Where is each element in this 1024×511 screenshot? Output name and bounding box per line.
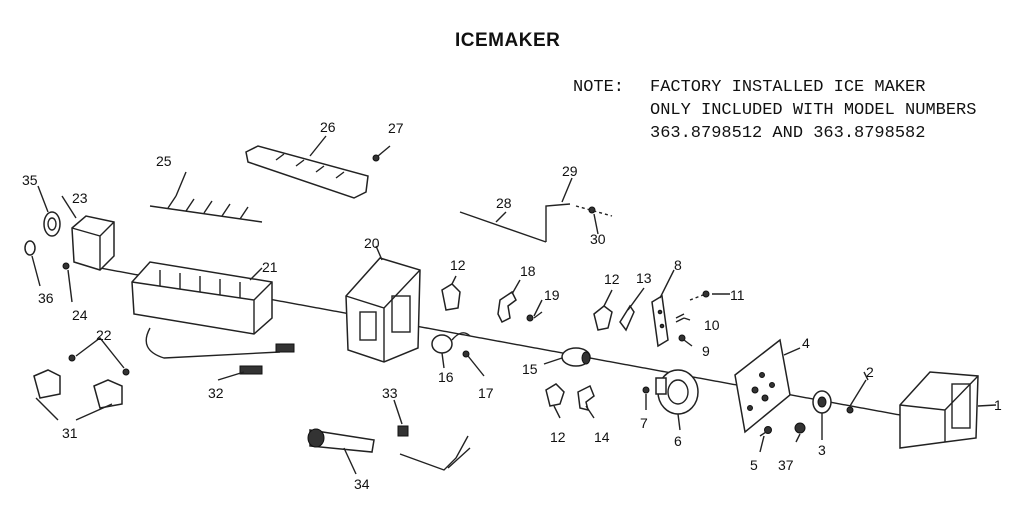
part-25-ejector bbox=[149, 195, 263, 223]
label-part-3: 3 bbox=[818, 442, 826, 458]
part-12-switch-b bbox=[593, 305, 613, 331]
part-12-switch-c bbox=[545, 383, 565, 407]
part-18-bracket bbox=[497, 290, 517, 324]
label-part-21: 21 bbox=[262, 259, 278, 275]
part-4-mounting-plate bbox=[734, 338, 791, 434]
part-10-clip bbox=[675, 313, 685, 323]
part-16-thermostat bbox=[431, 332, 471, 354]
label-part-30: 30 bbox=[590, 231, 606, 247]
label-part-27: 27 bbox=[388, 120, 404, 136]
part-28-shutoff-arm bbox=[459, 211, 547, 243]
part-11-screw bbox=[689, 290, 710, 301]
label-part-23: 23 bbox=[72, 190, 88, 206]
label-part-8: 8 bbox=[674, 257, 682, 273]
label-part-12b: 12 bbox=[604, 271, 620, 287]
part-24-screw bbox=[62, 262, 70, 270]
part-22-screws bbox=[68, 337, 130, 376]
leader-lines bbox=[31, 135, 997, 475]
label-part-17: 17 bbox=[478, 385, 494, 401]
part-15-gear bbox=[561, 347, 591, 367]
label-part-6: 6 bbox=[674, 433, 682, 449]
part-14-cam bbox=[577, 384, 595, 412]
label-part-36: 36 bbox=[38, 290, 54, 306]
label-part-33: 33 bbox=[382, 385, 398, 401]
part-8-switch-bracket bbox=[651, 294, 669, 348]
label-part-32: 32 bbox=[208, 385, 224, 401]
label-part-2: 2 bbox=[866, 364, 874, 380]
label-part-31: 31 bbox=[62, 425, 78, 441]
label-part-11: 11 bbox=[730, 287, 745, 303]
part-2-screw bbox=[846, 379, 867, 414]
label-part-25: 25 bbox=[156, 153, 172, 169]
part-30-clip bbox=[575, 205, 613, 217]
part-6-motor bbox=[655, 369, 699, 415]
part-1-cover bbox=[899, 371, 979, 449]
diagram-title: ICEMAKER bbox=[455, 30, 561, 51]
part-21-ice-mold bbox=[131, 261, 273, 335]
label-part-5: 5 bbox=[750, 457, 758, 473]
part-19-screw bbox=[526, 311, 543, 322]
part-9-screw bbox=[678, 334, 693, 347]
note-line-1: FACTORY INSTALLED ICE MAKER bbox=[650, 78, 926, 97]
label-part-4: 4 bbox=[802, 335, 810, 351]
part-31-brackets bbox=[33, 369, 123, 409]
label-part-29: 29 bbox=[562, 163, 578, 179]
label-part-24: 24 bbox=[72, 307, 88, 323]
label-part-19: 19 bbox=[544, 287, 560, 303]
label-part-10: 10 bbox=[704, 317, 720, 333]
part-34-wire-harness bbox=[307, 428, 471, 471]
part-33-connector bbox=[397, 425, 409, 437]
label-part-35: 35 bbox=[22, 172, 38, 188]
part-7-screw bbox=[642, 386, 650, 394]
factory-note: NOTE: FACTORY INSTALLED ICE MAKER ONLY INC… bbox=[573, 76, 976, 143]
label-part-34: 34 bbox=[354, 476, 370, 492]
label-part-16: 16 bbox=[438, 369, 454, 385]
label-part-37: 37 bbox=[778, 457, 794, 473]
label-part-1: 1 bbox=[994, 397, 1002, 413]
part-27-screw bbox=[372, 145, 391, 162]
part-37-nut bbox=[794, 422, 806, 434]
note-body: FACTORY INSTALLED ICE MAKER ONLY INCLUDED… bbox=[650, 76, 976, 145]
label-part-9: 9 bbox=[702, 343, 710, 359]
part-20-housing bbox=[345, 257, 421, 363]
part-13-lever bbox=[619, 304, 635, 332]
label-part-22: 22 bbox=[96, 327, 112, 343]
label-part-7: 7 bbox=[640, 415, 648, 431]
part-36-washer bbox=[24, 240, 36, 256]
label-part-13: 13 bbox=[636, 270, 652, 286]
part-26-stripper bbox=[245, 145, 369, 199]
label-part-12c: 12 bbox=[550, 429, 566, 445]
label-part-26: 26 bbox=[320, 119, 336, 135]
label-part-18: 18 bbox=[520, 263, 536, 279]
part-32-fill-tube bbox=[145, 327, 295, 375]
part-35-ring bbox=[43, 211, 61, 237]
note-line-3: 363.8798512 AND 363.8798582 bbox=[650, 124, 926, 143]
part-23-cover bbox=[71, 215, 115, 271]
note-prefix: NOTE: bbox=[573, 78, 625, 97]
part-17-screw bbox=[462, 350, 470, 358]
label-part-14: 14 bbox=[594, 429, 610, 445]
label-part-20: 20 bbox=[364, 235, 380, 251]
part-3-knob bbox=[812, 390, 832, 414]
label-part-15: 15 bbox=[522, 361, 538, 377]
part-29-arm-link bbox=[545, 203, 571, 242]
part-5-screw bbox=[759, 426, 772, 437]
label-part-12a: 12 bbox=[450, 257, 466, 273]
label-part-28: 28 bbox=[496, 195, 512, 211]
note-line-2: ONLY INCLUDED WITH MODEL NUMBERS bbox=[650, 101, 977, 120]
part-number-labels: 1 2 3 4 5 6 7 8 9 10 11 12 12 12 13 14 1… bbox=[22, 119, 1002, 492]
part-12-switch-a bbox=[441, 283, 461, 311]
